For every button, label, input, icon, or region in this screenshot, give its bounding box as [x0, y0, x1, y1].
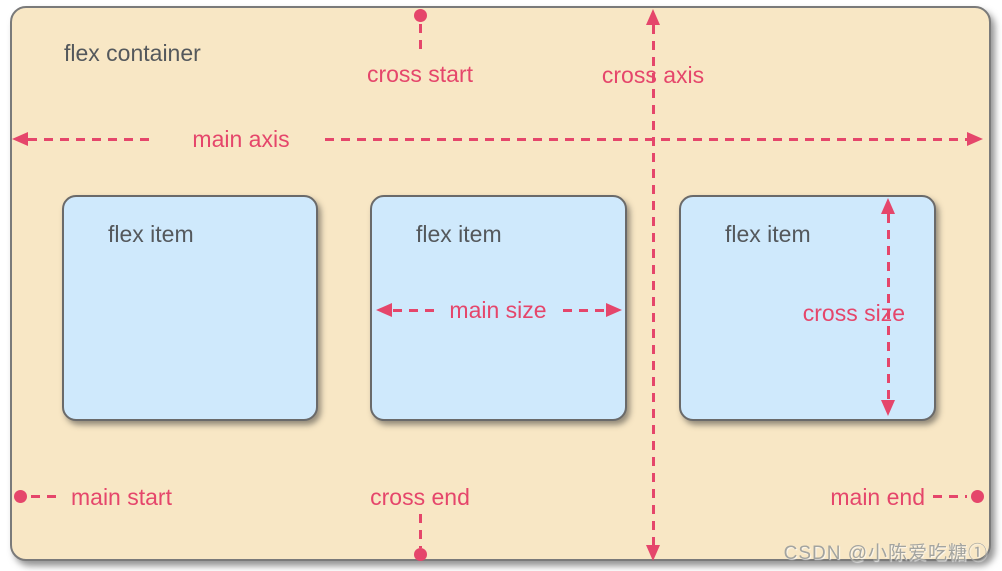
cross-size-dash	[887, 214, 890, 400]
cross-size-up-arrow-icon	[881, 198, 895, 214]
main-end-dot-icon	[971, 490, 984, 503]
cross-end-dash	[419, 514, 422, 548]
main-size-label: main size	[449, 297, 547, 323]
flex-item-2: flex item	[370, 195, 627, 421]
main-axis-right-arrow-icon	[967, 132, 983, 146]
main-size-left-arrow-icon	[376, 303, 392, 317]
cross-size-down-arrow-icon	[881, 400, 895, 416]
main-start-dot-icon	[14, 490, 27, 503]
main-end-dash	[933, 495, 967, 498]
main-end-label: main end	[830, 484, 925, 510]
main-axis-label: main axis	[192, 126, 290, 152]
csdn-watermark: CSDN @小陈爱吃糖①	[783, 543, 988, 564]
cross-start-label: cross start	[366, 61, 474, 87]
main-size-right-arrow-icon	[606, 303, 622, 317]
flex-item-2-label: flex item	[416, 221, 502, 247]
flex-item-1-label: flex item	[108, 221, 194, 247]
cross-start-dash	[419, 24, 422, 56]
main-axis-dash-left	[28, 138, 156, 141]
cross-end-dot-icon	[414, 548, 427, 561]
cross-end-label: cross end	[370, 484, 470, 510]
main-start-label: main start	[71, 484, 172, 510]
cross-axis-label: cross axis	[601, 62, 705, 88]
main-size-dash-right	[563, 309, 605, 312]
main-axis-dash-right	[325, 138, 967, 141]
flex-container-label: flex container	[64, 40, 201, 66]
main-size-dash-left	[393, 309, 435, 312]
cross-size-label: cross size	[802, 300, 905, 326]
cross-axis-up-arrow-icon	[646, 9, 660, 25]
cross-axis-down-arrow-icon	[646, 545, 660, 561]
cross-axis-dash	[652, 25, 655, 545]
main-axis-left-arrow-icon	[12, 132, 28, 146]
flex-item-3: flex item	[679, 195, 936, 421]
flex-item-3-label: flex item	[725, 221, 811, 247]
flex-item-1: flex item	[62, 195, 318, 421]
cross-start-dot-icon	[414, 9, 427, 22]
main-start-dash	[31, 495, 63, 498]
